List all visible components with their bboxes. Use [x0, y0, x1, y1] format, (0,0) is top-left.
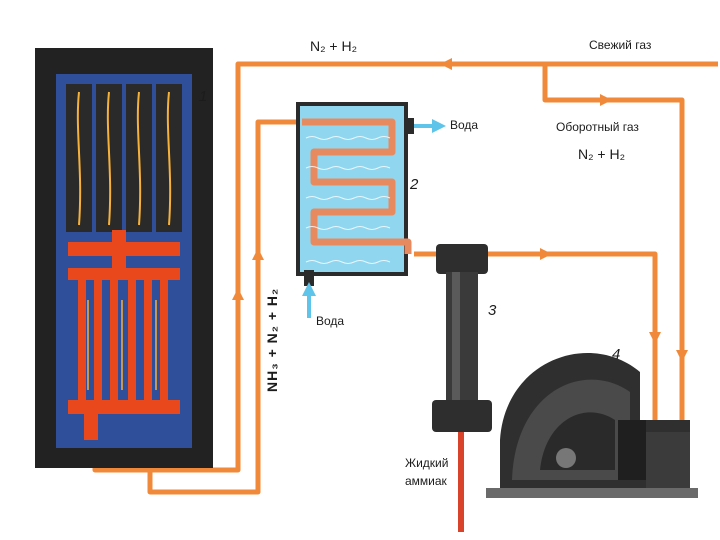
circulation-compressor	[486, 353, 698, 498]
recycle-gas-pipe	[542, 64, 685, 440]
unit-number-3: 3	[488, 302, 497, 319]
recycle-gas-label: Оборотный газ	[556, 120, 639, 134]
mixture-formula: NH₃ + N₂ + H₂	[264, 287, 280, 392]
fresh-gas-label: Свежий газ	[589, 38, 652, 52]
liquid-ammonia-line2: аммиак	[405, 474, 447, 488]
recycle-gas-formula: N₂ + H₂	[578, 146, 626, 162]
water-out-label: Вода	[450, 118, 479, 132]
water-in-label: Вода	[316, 314, 345, 328]
unit-number-2: 2	[410, 176, 419, 193]
liquid-ammonia-line1: Жидкий	[405, 456, 449, 470]
unit-number-4: 4	[612, 346, 621, 363]
water-condenser	[296, 102, 414, 286]
cooling-coil	[302, 118, 412, 254]
unit-number-1: 1	[199, 88, 208, 105]
reactor-outlet-pipe	[147, 119, 300, 495]
synthesis-column	[35, 48, 213, 468]
heat-exchanger-tubes	[68, 230, 180, 440]
water-arrows	[302, 119, 446, 318]
ammonia-separator	[432, 244, 492, 532]
fresh-gas-formula: N₂ + H₂	[310, 38, 358, 54]
